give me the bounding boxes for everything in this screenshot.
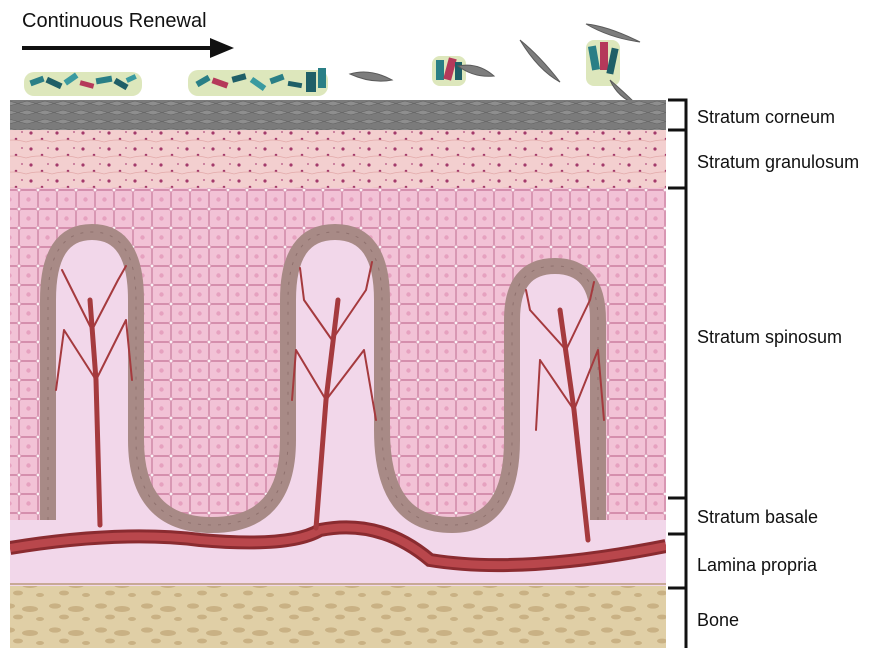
diagram-title: Continuous Renewal [22, 10, 207, 32]
bone-layer [10, 586, 666, 648]
lamina-propria-layer [10, 232, 666, 645]
tissue-layers [10, 100, 666, 648]
label-bone: Bone [697, 610, 739, 630]
label-stratum-granulosum: Stratum granulosum [697, 152, 859, 172]
cell-cluster [188, 68, 328, 96]
label-stratum-basale: Stratum basale [697, 507, 818, 527]
cell-cluster [24, 72, 142, 96]
layer-brackets [668, 100, 686, 648]
stratum-corneum-layer [10, 100, 666, 130]
cell-cluster [432, 56, 466, 86]
label-lamina-propria: Lamina propria [697, 555, 818, 575]
renewal-arrow-icon [22, 38, 234, 58]
label-stratum-corneum: Stratum corneum [697, 107, 835, 127]
label-stratum-spinosum: Stratum spinosum [697, 327, 842, 347]
cell-cluster [586, 40, 620, 86]
